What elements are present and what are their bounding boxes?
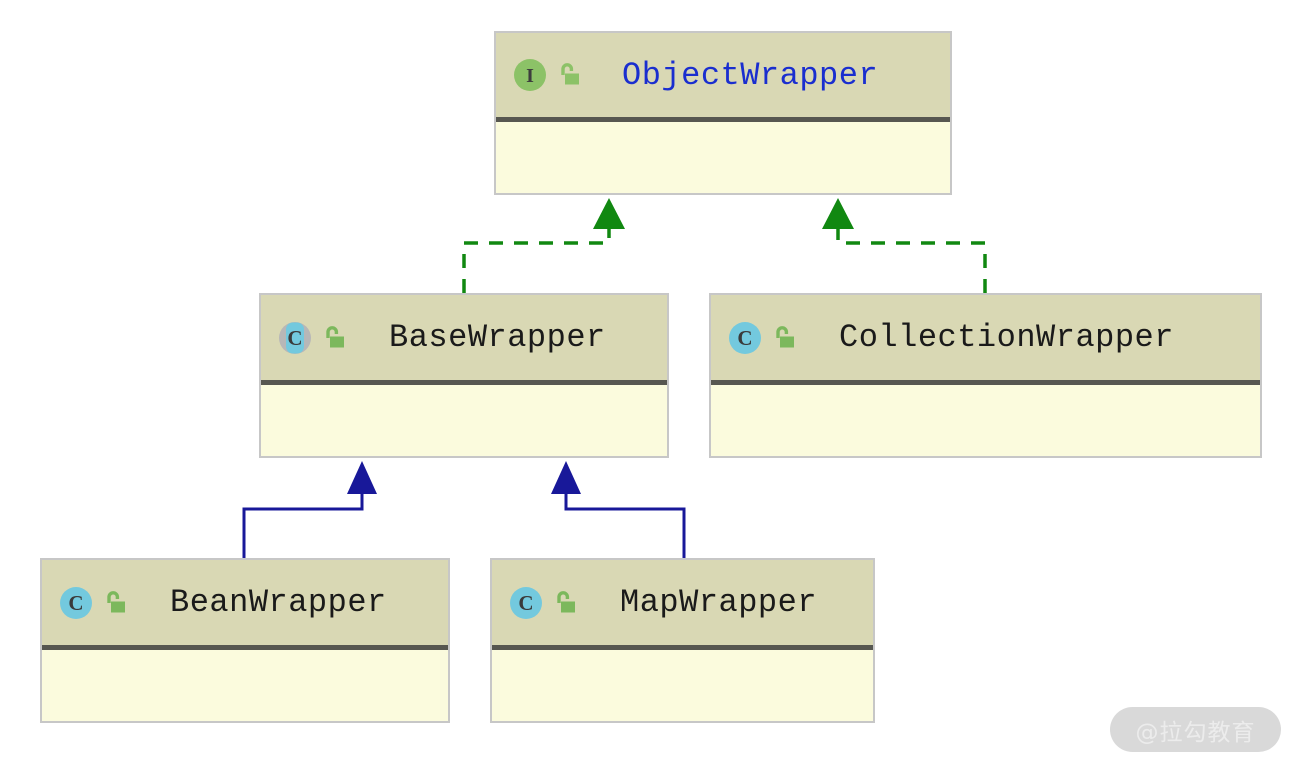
unlocked-padlock-icon	[96, 590, 132, 616]
unlocked-padlock-icon	[765, 325, 801, 351]
uml-class-object-wrapper[interactable]: I ObjectWrapper	[494, 31, 952, 195]
uml-class-map-wrapper[interactable]: C MapWrapper	[490, 558, 875, 723]
watermark-badge: @拉勾教育	[1110, 707, 1281, 752]
unlocked-padlock-icon	[546, 590, 582, 616]
class-name-label: BaseWrapper	[389, 319, 606, 356]
svg-text:C: C	[737, 326, 752, 350]
edge-map-extends-base	[551, 461, 686, 558]
class-icon: C	[506, 583, 546, 623]
node-header: C BaseWrapper	[261, 295, 667, 385]
svg-text:I: I	[526, 65, 534, 87]
node-members-compartment	[496, 122, 950, 193]
node-header: I ObjectWrapper	[496, 33, 950, 122]
uml-class-bean-wrapper[interactable]: C BeanWrapper	[40, 558, 450, 723]
edge-bean-extends-base	[242, 461, 377, 558]
node-members-compartment	[42, 650, 448, 721]
class-icon: C	[56, 583, 96, 623]
class-icon: C	[725, 318, 765, 358]
interface-icon: I	[510, 55, 550, 95]
node-header: C BeanWrapper	[42, 560, 448, 650]
svg-text:C: C	[518, 591, 533, 615]
node-members-compartment	[492, 650, 873, 721]
watermark-label: @拉勾教育	[1135, 719, 1256, 746]
uml-class-collection-wrapper[interactable]: C CollectionWrapper	[709, 293, 1262, 458]
unlocked-padlock-icon	[315, 325, 351, 351]
class-name-label: ObjectWrapper	[622, 56, 879, 94]
svg-text:C: C	[287, 326, 302, 350]
uml-class-base-wrapper[interactable]: C BaseWrapper	[259, 293, 669, 458]
class-name-label: CollectionWrapper	[839, 319, 1174, 356]
class-name-label: BeanWrapper	[170, 584, 387, 621]
edge-base-realizes-object	[462, 198, 625, 293]
class-name-label: MapWrapper	[620, 584, 818, 621]
svg-text:C: C	[68, 591, 83, 615]
unlocked-padlock-icon	[550, 62, 586, 88]
edge-collection-realizes-object	[822, 198, 987, 293]
node-members-compartment	[261, 385, 667, 456]
node-members-compartment	[711, 385, 1260, 456]
abstract-class-icon: C	[275, 318, 315, 358]
node-header: C MapWrapper	[492, 560, 873, 650]
node-header: C CollectionWrapper	[711, 295, 1260, 385]
